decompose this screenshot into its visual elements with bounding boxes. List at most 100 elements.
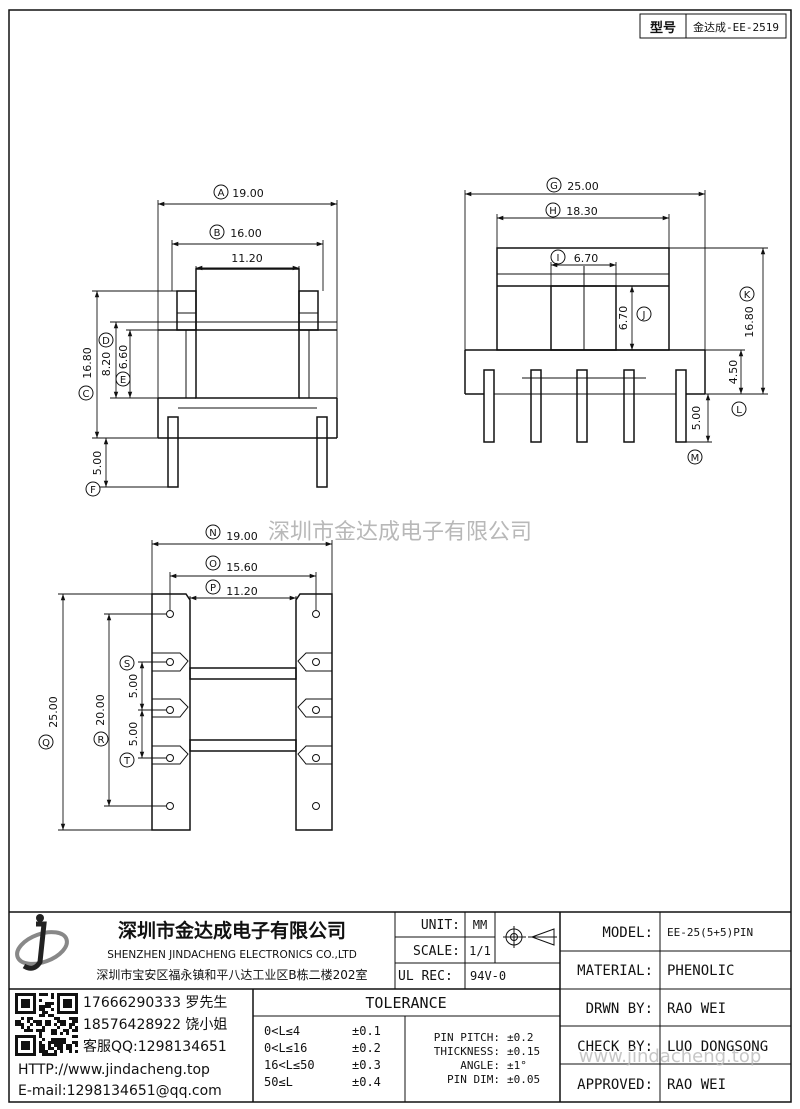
svg-text:C: C xyxy=(83,389,90,400)
dim-M: M 5.00 xyxy=(687,406,703,465)
svg-text:T: T xyxy=(123,756,131,767)
dim-D: D 8.20 xyxy=(98,332,114,376)
svg-text:K: K xyxy=(744,290,751,301)
company-name-en: SHENZHEN JINDACHENG ELECTRONICS CO.,LTD xyxy=(107,949,357,961)
svg-text:25.00: 25.00 xyxy=(47,696,60,728)
svg-text:5.00: 5.00 xyxy=(127,722,140,747)
pin-tol-value: ±1° xyxy=(507,1059,527,1072)
svg-text:16.80: 16.80 xyxy=(743,306,756,338)
svg-text:6.70: 6.70 xyxy=(574,252,599,265)
scale-value: 1/1 xyxy=(469,944,491,958)
svg-text:15.60: 15.60 xyxy=(226,561,258,574)
svg-text:A: A xyxy=(218,188,225,199)
svg-text:D: D xyxy=(102,336,110,347)
dim-F: F 5.00 xyxy=(85,451,104,497)
dim-K: K 16.80 xyxy=(739,286,756,338)
svg-text:4.50: 4.50 xyxy=(727,360,740,385)
contact-email: E-mail:1298134651@qq.com xyxy=(18,1083,222,1099)
dim-H: H 18.30 xyxy=(545,202,598,218)
company-logo-icon xyxy=(15,914,69,971)
svg-text:19.00: 19.00 xyxy=(226,530,258,543)
dim-L: L 4.50 xyxy=(727,360,747,417)
contact-website: HTTP://www.jindacheng.top xyxy=(18,1062,210,1078)
contact-qq: 客服QQ:1298134651 xyxy=(83,1038,227,1055)
dim-S: S 5.00 xyxy=(119,655,140,699)
qr-code xyxy=(13,991,80,1058)
company-address: 深圳市宝安区福永镇和平八达工业区B栋二楼202室 xyxy=(96,967,367,982)
dim-R: R 20.00 xyxy=(93,694,109,747)
contact-phone-2: 18576428922 饶小姐 xyxy=(83,1017,227,1033)
svg-text:25.00: 25.00 xyxy=(567,180,599,193)
tolerance-value: ±0.4 xyxy=(352,1075,381,1089)
pin-tol-label: THICKNESS: xyxy=(434,1045,500,1058)
check-by-label: CHECK BY: xyxy=(577,1039,653,1055)
tolerance-value: ±0.1 xyxy=(352,1024,381,1038)
company-name-cn: 深圳市金达成电子有限公司 xyxy=(118,919,346,942)
drawn-by-value: RAO WEI xyxy=(667,1001,726,1017)
pin-tol-value: ±0.15 xyxy=(507,1045,540,1058)
svg-text:18.30: 18.30 xyxy=(566,205,598,218)
ulrec-label: UL REC: xyxy=(398,969,453,984)
dim-N: N 19.00 xyxy=(205,524,258,543)
svg-text:5.00: 5.00 xyxy=(690,406,703,431)
contact-phone-1: 17666290333 罗先生 xyxy=(83,995,227,1011)
tolerance-title: TOLERANCE xyxy=(365,994,446,1012)
svg-text:5.00: 5.00 xyxy=(127,674,140,699)
bottom-view: N 19.00 O 15.60 P 11.20 Q 25.00 R 20.00 … xyxy=(38,524,333,831)
front-view: A 19.00 B 16.00 11.20 C 16.80 D 8.20 E 6… xyxy=(78,184,338,497)
pin-tol-label: PIN PITCH: xyxy=(434,1031,500,1044)
dim-A: A 19.00 xyxy=(213,184,264,200)
dim-I: I 6.70 xyxy=(550,249,599,265)
dim-J: J 6.70 xyxy=(617,306,652,331)
svg-text:19.00: 19.00 xyxy=(232,187,264,200)
dim-11-20: 11.20 xyxy=(231,252,263,265)
model-header: 型号 金达成-EE-2519 xyxy=(639,13,787,39)
svg-text:G: G xyxy=(550,181,558,192)
watermark-center: 深圳市金达成电子有限公司 xyxy=(268,520,532,545)
projection-symbol-icon xyxy=(503,926,557,948)
dim-P: P 11.20 xyxy=(205,579,258,598)
svg-text:L: L xyxy=(736,405,742,416)
svg-text:6.60: 6.60 xyxy=(117,345,130,370)
pin-tol-value: ±0.05 xyxy=(507,1073,540,1086)
svg-text:I: I xyxy=(557,253,560,264)
tolerance-range: 50≤L xyxy=(264,1075,293,1089)
dim-C: C 16.80 xyxy=(78,347,94,401)
pin-tolerance-table: PIN PITCH: ±0.2 THICKNESS: ±0.15 ANGLE: … xyxy=(434,1031,540,1086)
drawn-by-label: DRWN BY: xyxy=(586,1001,653,1017)
unit-value: MM xyxy=(473,918,487,932)
watermark-url: www.jindacheng.top xyxy=(579,1046,762,1067)
dim-T: T 5.00 xyxy=(119,722,140,768)
model-value: EE-25(5+5)PIN xyxy=(667,926,753,939)
dim-G: G 25.00 xyxy=(546,177,599,193)
svg-text:F: F xyxy=(90,485,96,496)
svg-text:S: S xyxy=(124,659,130,670)
approved-value: RAO WEI xyxy=(667,1077,726,1093)
ulrec-value: 94V-0 xyxy=(470,969,506,983)
svg-text:M: M xyxy=(691,453,700,464)
svg-text:R: R xyxy=(98,735,105,746)
tolerance-value: ±0.2 xyxy=(352,1041,381,1055)
svg-text:H: H xyxy=(549,206,557,217)
svg-text:16.80: 16.80 xyxy=(81,347,94,379)
tolerance-table: 0<L≤4 ±0.1 0<L≤16 ±0.2 16<L≤50 ±0.3 50≤L… xyxy=(264,1024,381,1089)
tolerance-range: 0<L≤16 xyxy=(264,1041,307,1055)
material-value: PHENOLIC xyxy=(667,963,734,979)
pin-tol-value: ±0.2 xyxy=(507,1031,534,1044)
pin-tol-label: PIN DIM: xyxy=(447,1073,500,1086)
model-header-label: 型号 xyxy=(650,20,676,36)
scale-label: SCALE: xyxy=(413,944,460,959)
sheet-border xyxy=(8,9,792,1103)
svg-text:P: P xyxy=(210,583,216,594)
dim-Q: Q 25.00 xyxy=(38,696,60,750)
svg-text:11.20: 11.20 xyxy=(226,585,258,598)
svg-text:6.70: 6.70 xyxy=(617,306,630,331)
material-label: MATERIAL: xyxy=(577,963,653,979)
dim-B: B 16.00 xyxy=(209,224,262,240)
tolerance-range: 16<L≤50 xyxy=(264,1058,315,1072)
model-label: MODEL: xyxy=(602,925,653,941)
pin-tol-label: ANGLE: xyxy=(460,1059,500,1072)
side-view: G 25.00 H 18.30 I 6.70 J 6.70 K 16.80 L … xyxy=(464,177,768,465)
title-block: 深圳市金达成电子有限公司 SHENZHEN JINDACHENG ELECTRO… xyxy=(9,911,791,1102)
